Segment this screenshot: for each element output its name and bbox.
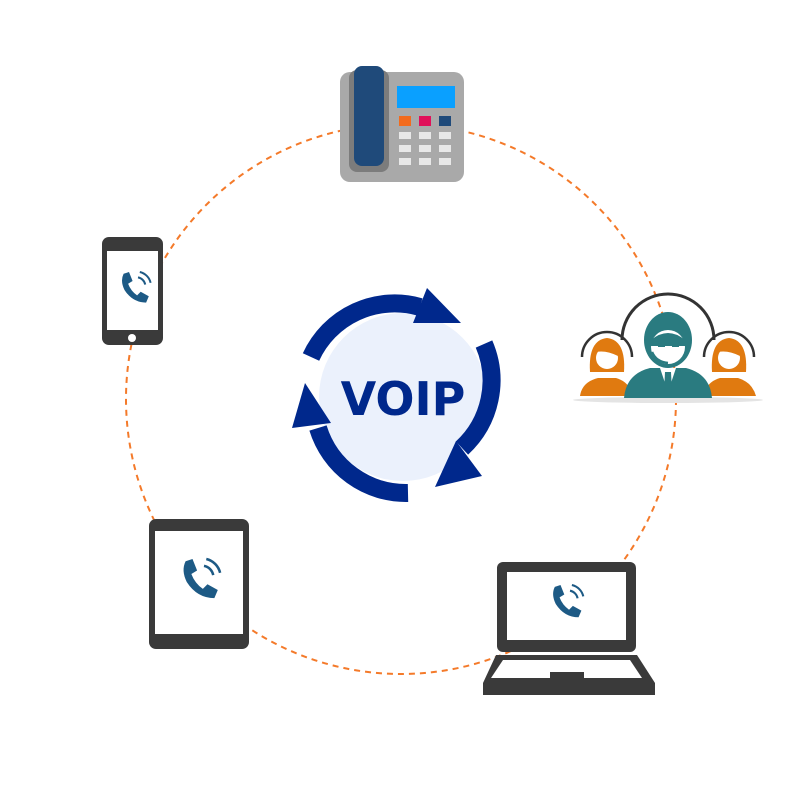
hub-label: VOIP [341,372,466,426]
phone-call-icon [183,557,222,599]
agents-icon [573,292,763,403]
phone-call-icon [122,271,152,303]
cycle-arrows-icon [302,294,501,503]
desk-phone-icon [340,66,464,182]
laptop-icon [483,562,655,695]
phone-call-icon [553,583,585,618]
tablet-icon [149,519,249,649]
smartphone-icon [102,237,163,345]
voip-hub: VOIP [292,288,501,503]
hub-background [319,313,487,481]
arrowheads [292,288,482,487]
